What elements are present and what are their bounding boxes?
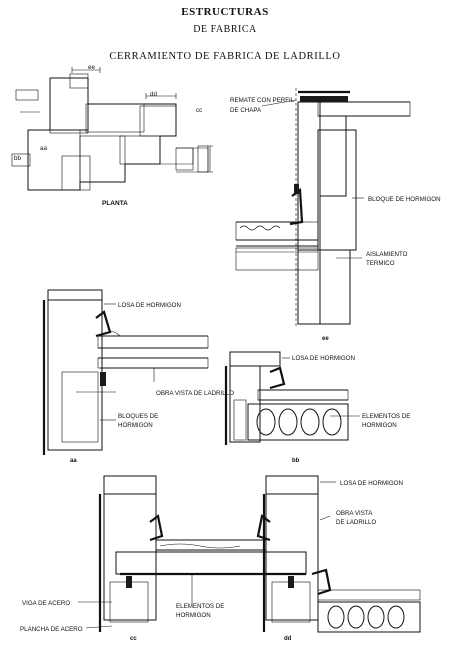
ccdd-label-losa: LOSA DE HORMIGON (340, 480, 403, 487)
ee-label-bloque: BLOQUE DE HORMIGON (368, 196, 441, 203)
ccdd-label-ladrillo: DE LADRILLO (336, 519, 376, 526)
ccdd-label-obra-vista: OBRA VISTA (336, 510, 373, 517)
ccdd-label-elementos: ELEMENTOS DE (176, 603, 224, 610)
bb-label-elementos: ELEMENTOS DE (362, 413, 410, 420)
svg-text:bb: bb (14, 155, 21, 162)
section-mark-dd: dd (284, 636, 292, 642)
detail-ee-drawing (235, 88, 411, 326)
section-mark-cc: cc (130, 636, 137, 642)
ee-label-chapa: DE CHAPA (230, 107, 262, 114)
plan-drawing: ee dd cc bb aa (11, 64, 213, 191)
section-mark-bb: bb (292, 458, 300, 464)
section-title: CERRAMIENTO DE FABRICA DE LADRILLO (109, 51, 341, 62)
plan-caption: PLANTA (102, 200, 128, 207)
ccdd-label-viga: VIGA DE ACERO (22, 600, 70, 607)
aa-label-obra-vista: OBRA VISTA DE LADRILLO (156, 390, 234, 397)
ee-label-remate: REMATE CON PERFIL (230, 97, 295, 104)
aa-label-hormigon: HORMIGON (118, 422, 153, 429)
detail-aa-drawing (42, 289, 209, 455)
svg-text:cc: cc (196, 107, 202, 114)
svg-text:dd: dd (150, 91, 157, 98)
aa-label-losa: LOSA DE HORMIGON (118, 302, 181, 309)
page-title: ESTRUCTURAS (181, 6, 269, 18)
svg-text:aa: aa (40, 145, 47, 152)
detail-bb-drawing (224, 351, 349, 445)
detail-cc-dd-drawing (98, 475, 421, 633)
section-mark-aa: aa (70, 458, 77, 464)
page-subtitle: DE FABRICA (193, 24, 257, 35)
ee-label-aislamiento: AISLAMIENTO (366, 251, 408, 258)
svg-text:ee: ee (88, 64, 95, 71)
ee-label-termico: TERMICO (366, 260, 395, 267)
ccdd-label-plancha: PLANCHA DE ACERO (20, 626, 83, 633)
section-mark-ee: ee (322, 336, 329, 342)
bb-label-losa: LOSA DE HORMIGON (292, 355, 355, 362)
ccdd-label-hormigon: HORMIGON (176, 612, 211, 619)
aa-label-bloques: BLOQUES DE (118, 413, 158, 420)
bb-label-hormigon: HORMIGON (362, 422, 397, 429)
